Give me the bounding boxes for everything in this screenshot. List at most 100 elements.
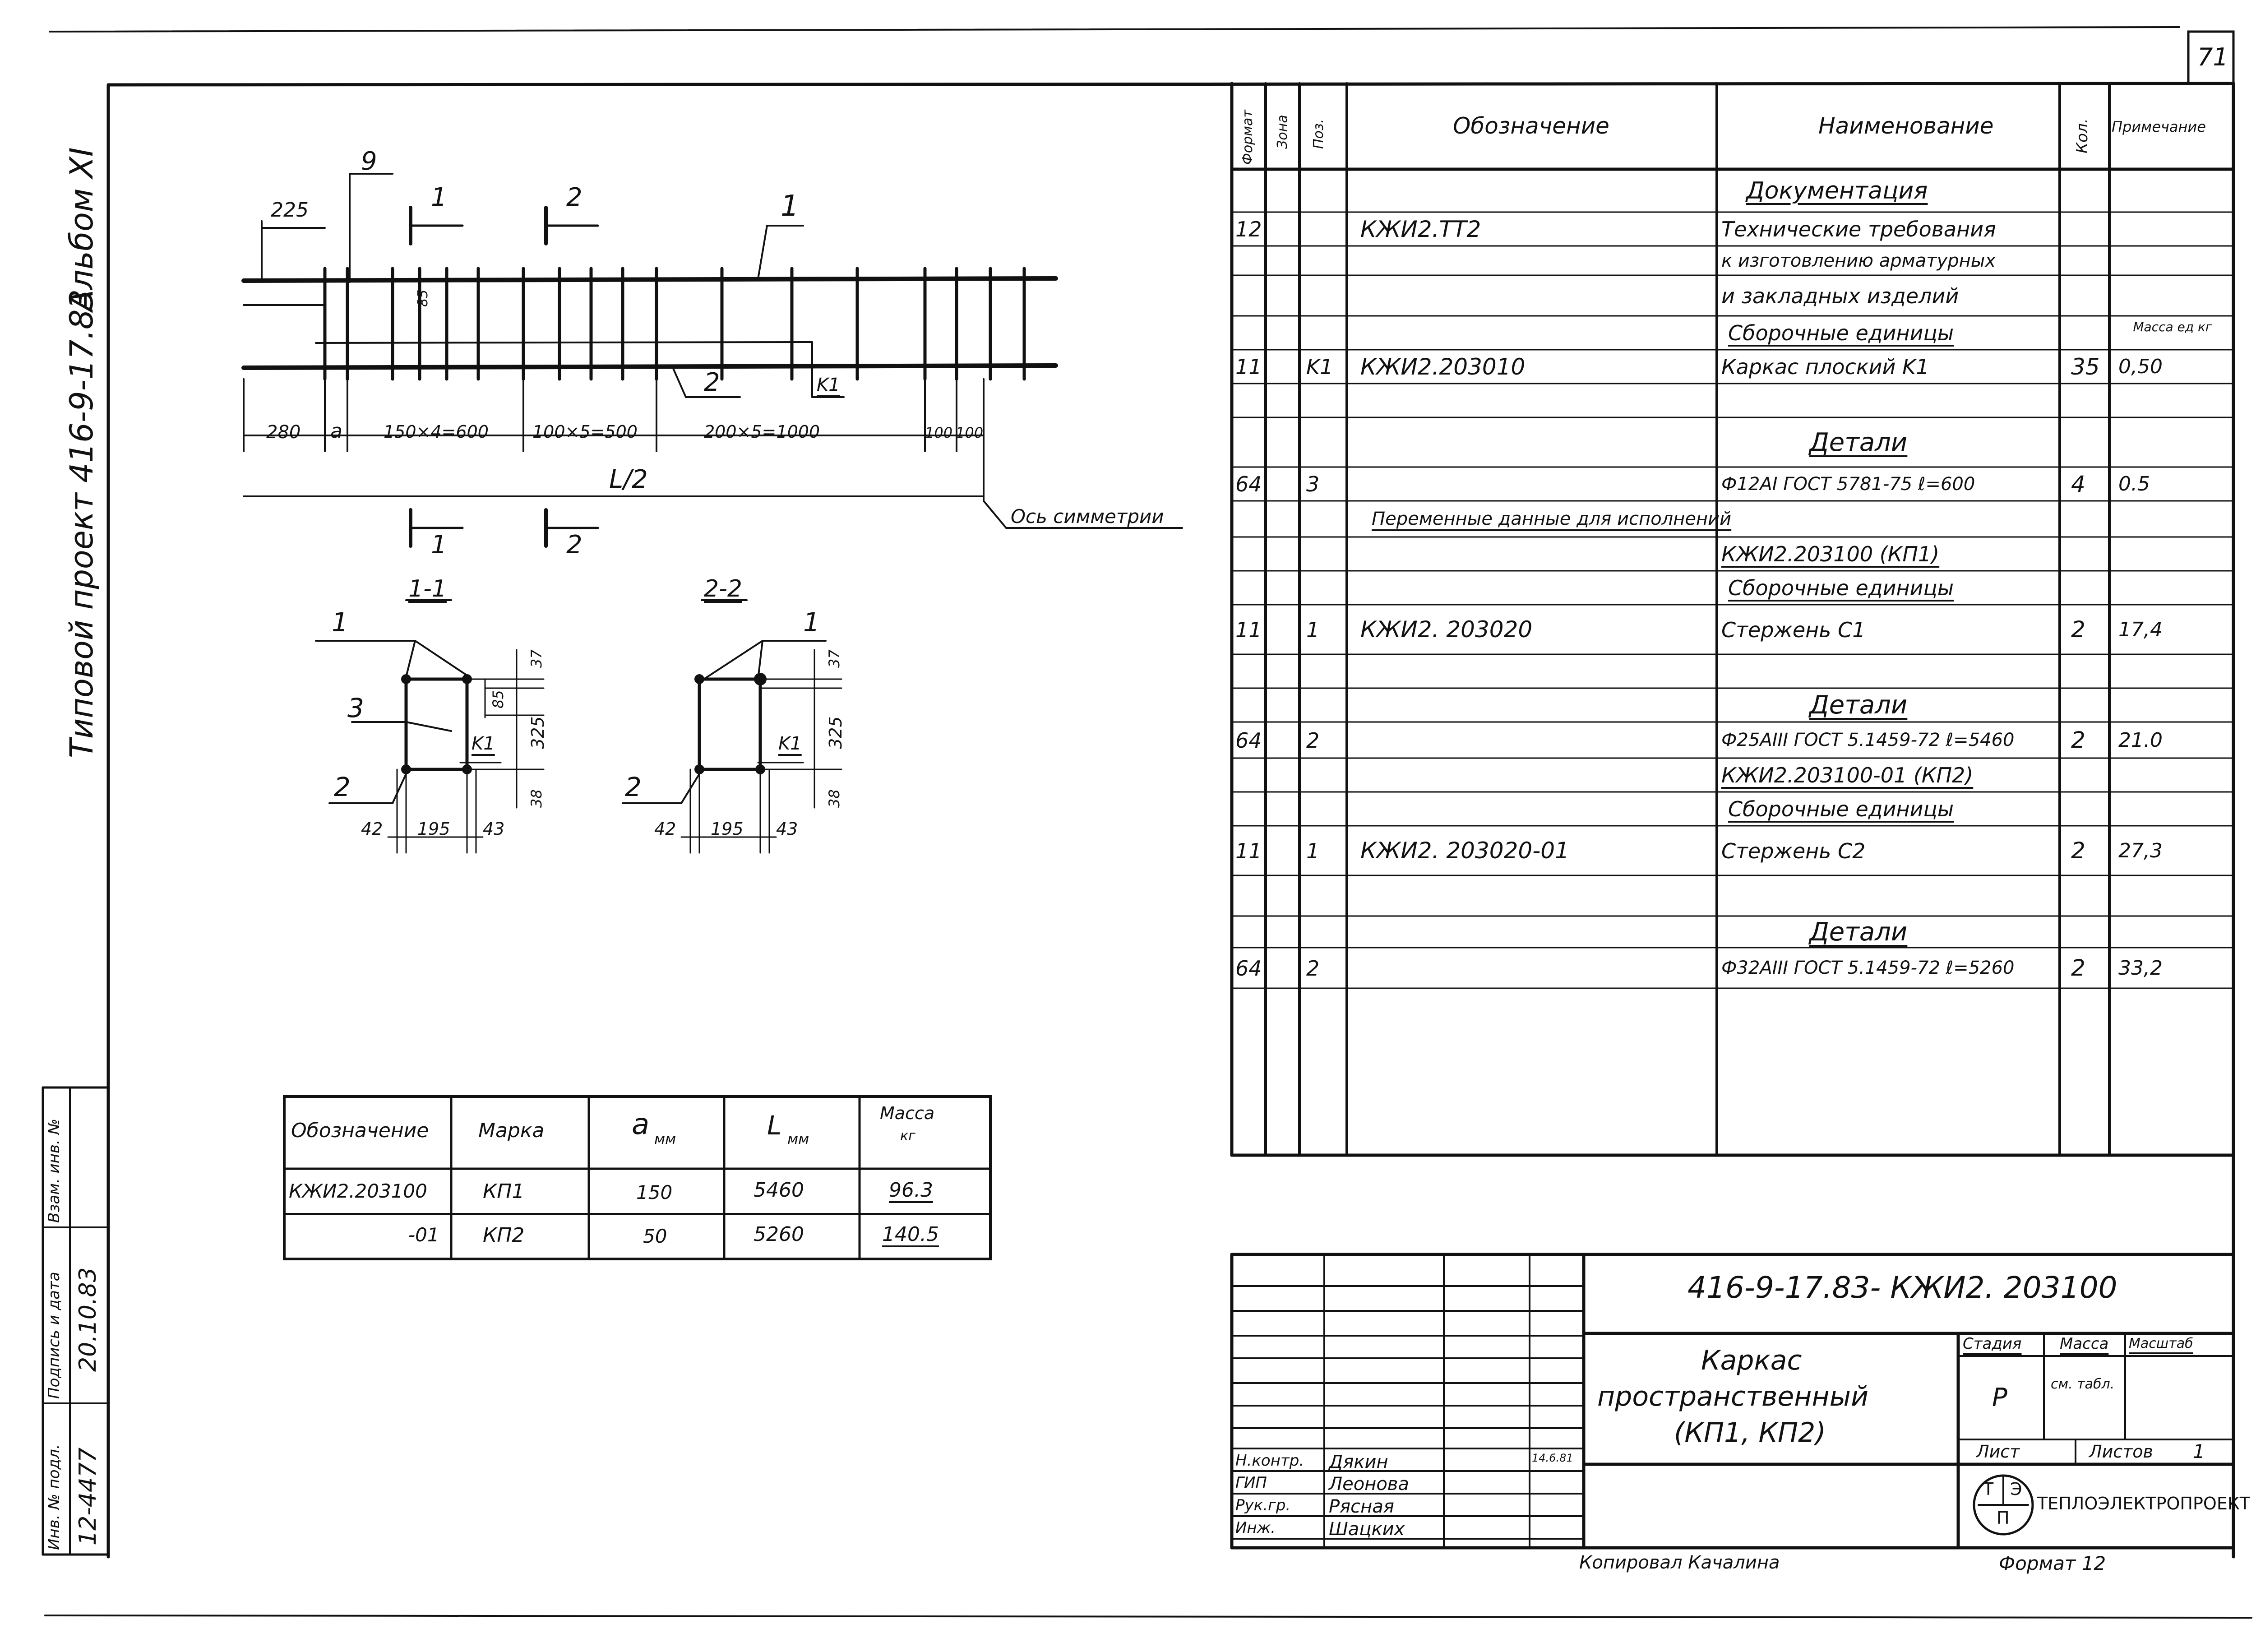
spec-cell-designation: КЖИ2.203010 — [1360, 353, 1526, 380]
stage-label: Стадия — [1963, 1335, 2022, 1353]
section-1-pos-2: 2 — [334, 772, 351, 802]
cut-mark-top-2: 2 — [566, 183, 582, 212]
scale-label: Масштаб — [2129, 1336, 2193, 1351]
section-2-dim-195: 195 — [711, 819, 744, 839]
section-1-dim-85: 85 — [490, 690, 507, 708]
spec-cell-format: 11 — [1235, 838, 1262, 863]
sign-date-value: 20.10.83 — [74, 1267, 102, 1372]
spec-cell-name: Детали — [1809, 690, 1908, 720]
section-1-dim-37: 37 — [528, 649, 545, 668]
copied-by: Копировал Качалина — [1579, 1552, 1780, 1573]
spec-cell-qty: 2 — [2071, 955, 2085, 981]
dim-85: 85 — [415, 289, 431, 307]
spec-cell-qty: 4 — [2071, 471, 2085, 497]
symmetry-axis-label: Ось симметрии — [1011, 505, 1164, 528]
spec-cell-name: Документация — [1746, 177, 1928, 204]
mark-9: 9 — [361, 147, 377, 176]
spec-cell-name: Сборочные единицы — [1728, 576, 1954, 601]
spec-cell-qty: 35 — [2071, 353, 2100, 380]
spec-cell-pos: 2 — [1306, 956, 1320, 981]
inv-swap-label: Взам. инв. № — [45, 1119, 63, 1223]
mass-label: Масса — [2060, 1335, 2109, 1353]
dim-100-b: 100 — [956, 424, 984, 441]
sheets-label: Листов — [2089, 1442, 2153, 1462]
var-row-1-designation: КЖИ2.203100 — [289, 1180, 427, 1202]
var-header-mark: Марка — [478, 1119, 545, 1142]
var-header-designation: Обозначение — [291, 1119, 429, 1142]
var-row-2-a: 50 — [643, 1225, 667, 1247]
spec-cell-note: 0,50 — [2118, 355, 2163, 379]
var-header-mass: Масса — [880, 1103, 935, 1123]
signer-name: Леонова — [1329, 1474, 1409, 1495]
spec-cell-qty: 2 — [2071, 616, 2085, 643]
section-1-pos-1: 1 — [332, 607, 348, 638]
spec-cell-format: 64 — [1235, 956, 1262, 981]
section-1-dim-325: 325 — [528, 716, 548, 749]
dim-100-a: 100 — [925, 424, 953, 441]
dim-1000: 200×5=1000 — [704, 422, 820, 442]
section-2-dim-43: 43 — [776, 819, 798, 839]
spec-cell-name: Переменные данные для исполнений — [1372, 509, 1732, 529]
title-name-line-2: пространственный — [1597, 1381, 1869, 1412]
section-1-dim-43: 43 — [483, 819, 505, 839]
dim-600: 150×4=600 — [384, 422, 489, 442]
section-2-dim-325: 325 — [826, 716, 846, 749]
spec-cell-name: Детали — [1809, 917, 1908, 947]
spec-header-qty: Кол. — [2073, 118, 2091, 153]
section-1-k1: K1 — [472, 733, 495, 754]
section-2-title: 2-2 — [704, 575, 742, 602]
signer-name: Шацких — [1329, 1519, 1405, 1540]
spec-cell-format: 12 — [1235, 217, 1262, 242]
pos-mark-2: 2 — [704, 368, 720, 397]
cut-mark-bottom-1: 1 — [431, 530, 447, 560]
logo-letter-p: П — [1997, 1508, 2010, 1528]
spec-cell-format: 64 — [1235, 472, 1262, 497]
spec-cell-name: Стержень С1 — [1721, 617, 1866, 642]
spec-cell-designation: КЖИ2. 203020 — [1360, 616, 1533, 643]
spec-header-format: Формат — [1240, 110, 1256, 165]
var-header-l: L — [767, 1110, 782, 1141]
var-header-l-unit: мм — [787, 1130, 809, 1148]
inv-value: 12-4477 — [74, 1447, 102, 1546]
section-1-dim-38: 38 — [528, 789, 545, 808]
spec-cell-name: Сборочные единицы — [1728, 321, 1954, 346]
section-1-title: 1-1 — [408, 575, 447, 602]
sheet-number: 71 — [2197, 43, 2228, 71]
section-2-dim-42: 42 — [654, 819, 676, 839]
dim-half-length: L/2 — [609, 465, 648, 494]
title-name-line-3: (КП1, КП2) — [1674, 1417, 1826, 1448]
spec-cell-name: Ф32АIII ГОСТ 5.1459-72 ℓ=5260 — [1721, 958, 2015, 978]
section-1-pos-3: 3 — [347, 693, 364, 723]
spec-cell-qty: 2 — [2071, 838, 2085, 864]
section-2-pos-2: 2 — [625, 772, 642, 802]
var-row-1-mark: КП1 — [483, 1180, 525, 1203]
signer-role: Н.контр. — [1235, 1452, 1304, 1470]
spec-header-designation: Обозначение — [1453, 113, 1609, 139]
spec-cell-format: 11 — [1235, 617, 1262, 642]
spec-cell-note: Масса ед кг — [2133, 319, 2212, 334]
var-row-1-a: 150 — [636, 1181, 673, 1203]
sheet-format: Формат 12 — [1999, 1552, 2106, 1574]
spec-cell-designation: КЖИ2.ТТ2 — [1360, 216, 1481, 242]
spec-cell-format: 64 — [1235, 728, 1262, 753]
spec-cell-name: Стержень С2 — [1721, 838, 1866, 863]
spec-cell-note: 0.5 — [2118, 472, 2150, 496]
title-name-line-1: Каркас — [1701, 1345, 1802, 1376]
spec-header-pos: Поз. — [1311, 119, 1327, 149]
var-row-2-l: 5260 — [754, 1223, 804, 1246]
logo-letter-t: Т — [1983, 1479, 1994, 1499]
spec-cell-name: и закладных изделий — [1721, 283, 1959, 308]
var-header-a-unit: мм — [654, 1130, 676, 1148]
spec-cell-name: Ф25АIII ГОСТ 5.1459-72 ℓ=5460 — [1721, 730, 2015, 750]
sheet-label: Лист — [1976, 1442, 2020, 1462]
spec-cell-format: 11 — [1235, 355, 1262, 379]
spec-header-note: Примечание — [2112, 118, 2206, 135]
dim-280: 280 — [266, 422, 301, 443]
spec-cell-note: 21.0 — [2118, 728, 2163, 752]
dim-500: 100×5=500 — [532, 422, 638, 442]
var-row-1-l: 5460 — [754, 1179, 804, 1202]
signer-role: ГИП — [1235, 1474, 1267, 1492]
mass-value: см. табл. — [2051, 1376, 2115, 1392]
spec-cell-pos: K1 — [1306, 355, 1333, 379]
